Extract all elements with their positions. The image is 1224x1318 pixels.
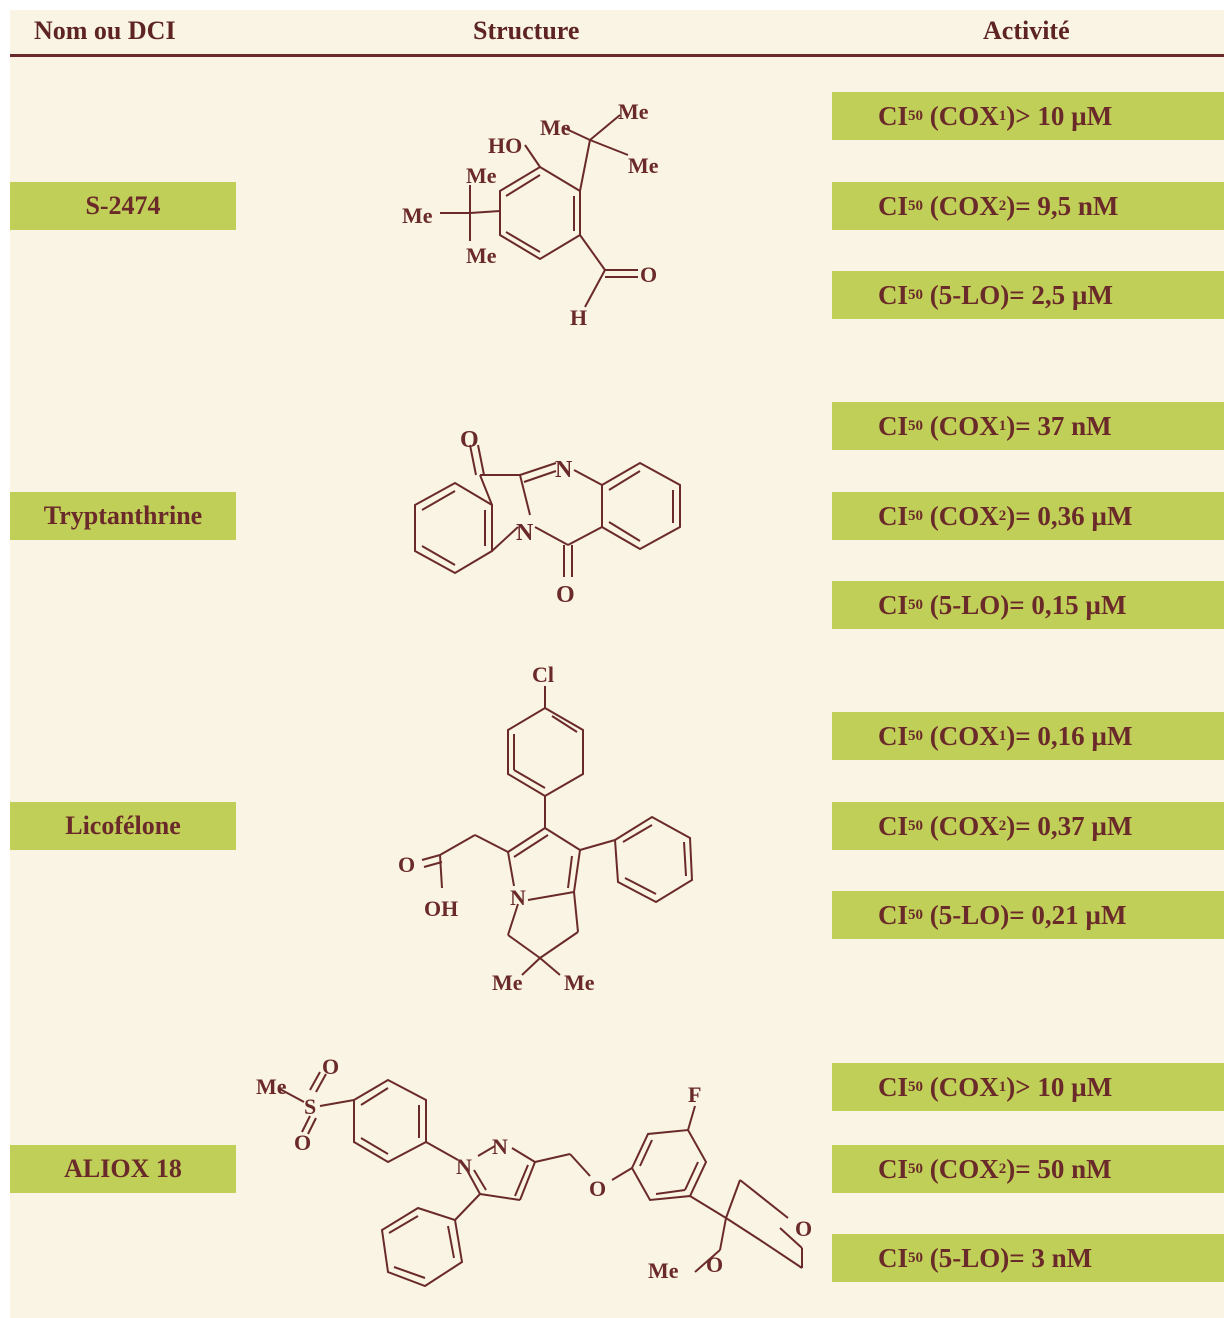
label-me: Me [648,1258,679,1283]
label-n: N [456,1154,472,1179]
label-ho: HO [488,133,522,158]
label-me: Me [466,163,497,188]
header-activity: Activité [983,16,1070,45]
header-structure: Structure [473,16,580,45]
label-oh: OH [424,896,458,921]
compound-name-aliox18: ALIOX 18 [10,1145,236,1193]
header-divider [10,54,1224,57]
label-me: Me [256,1074,287,1099]
label-o: O [706,1252,723,1277]
structure-licofelone: Cl O OH N Me Me [380,660,710,1005]
structure-aliox18: Me S O O N N O F O Me O [240,1050,820,1315]
compound-name-tryptanthrine: Tryptanthrine [10,492,236,540]
structure-s2474: HO Me Me Me Me Me Me O H [380,85,680,350]
label-o: O [640,262,657,287]
label-n: N [516,520,534,546]
label-s: S [304,1094,316,1119]
label-o: O [322,1054,339,1079]
label-o: O [294,1130,311,1155]
label-cl: Cl [532,662,554,687]
label-n: N [510,885,526,910]
compound-name-s2474: S-2474 [10,182,236,230]
label-me: Me [618,99,649,124]
structure-tryptanthrine: O N N O [380,415,690,620]
label-me: Me [466,243,497,268]
label-o: O [795,1216,812,1241]
label-me: Me [402,203,433,228]
table-header: Nom ou DCI Structure Activité [10,10,1224,54]
label-me: Me [628,153,659,178]
label-o: O [556,582,575,608]
label-f: F [688,1082,701,1107]
label-n: N [492,1134,508,1159]
label-me: Me [564,970,595,995]
label-me: Me [492,970,523,995]
label-n: N [555,457,573,483]
label-o: O [398,852,415,877]
label-h: H [570,305,587,330]
label-me: Me [540,115,571,140]
header-name: Nom ou DCI [34,16,176,45]
compound-name-licofelone: Licofélone [10,802,236,850]
label-o: O [460,427,479,453]
label-o: O [589,1176,606,1201]
